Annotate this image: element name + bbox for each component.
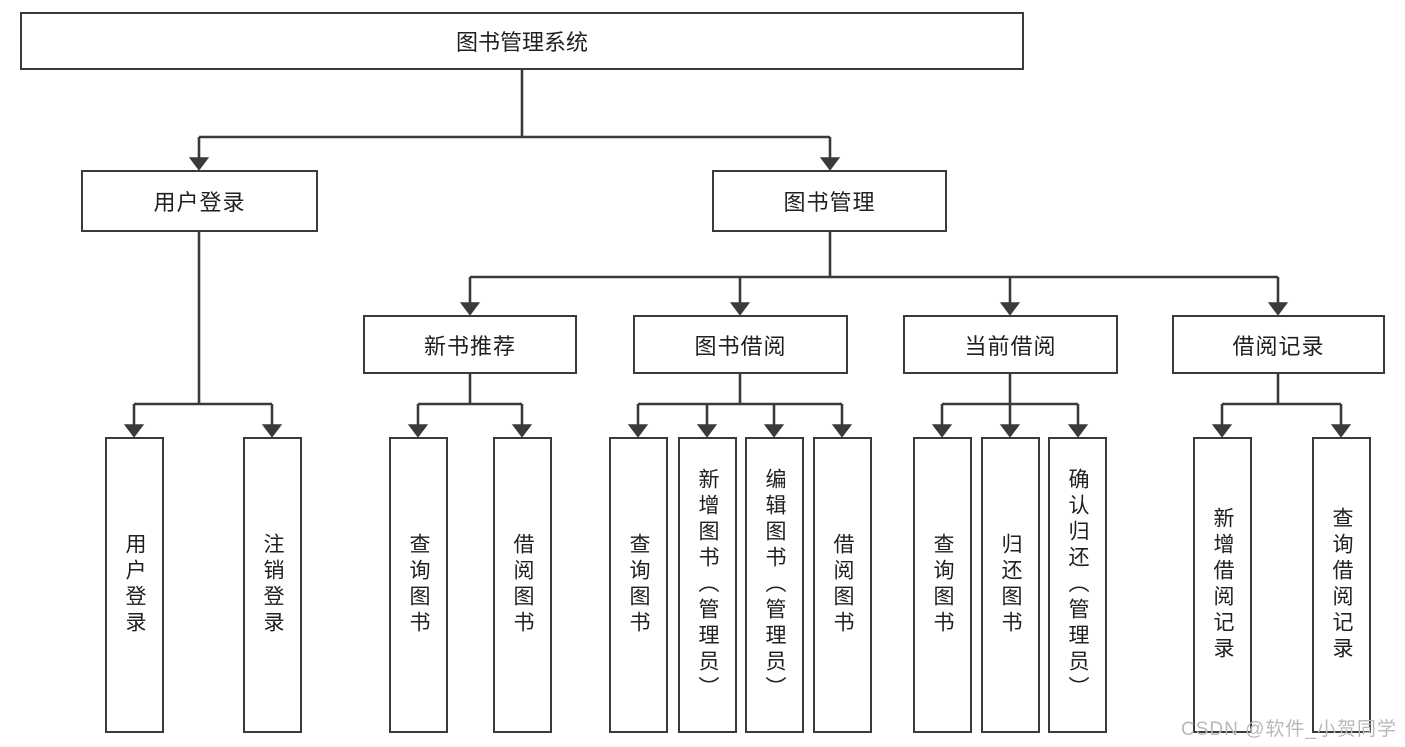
node-current-borrow[interactable]: 当前借阅: [903, 315, 1118, 374]
node-book-management[interactable]: 图书管理: [712, 170, 947, 232]
leaf-add-borrow-record[interactable]: 新增借阅记录: [1193, 437, 1252, 733]
leaf-query-borrow-record[interactable]: 查询借阅记录: [1312, 437, 1371, 733]
leaf-query-book-recommend[interactable]: 查询图书: [389, 437, 448, 733]
node-root-system[interactable]: 图书管理系统: [20, 12, 1024, 70]
leaf-add-book-admin[interactable]: 新增图书（管理员）: [678, 437, 737, 733]
leaf-return-book[interactable]: 归还图书: [981, 437, 1040, 733]
leaf-confirm-return-admin[interactable]: 确认归还（管理员）: [1048, 437, 1107, 733]
node-user-login[interactable]: 用户登录: [81, 170, 318, 232]
leaf-query-book-borrow[interactable]: 查询图书: [609, 437, 668, 733]
watermark-text: CSDN @软件_小贺同学: [1181, 719, 1397, 740]
node-new-book-recommend[interactable]: 新书推荐: [363, 315, 577, 374]
leaf-borrow-book[interactable]: 借阅图书: [813, 437, 872, 733]
node-borrow-record[interactable]: 借阅记录: [1172, 315, 1385, 374]
leaf-logout[interactable]: 注销登录: [243, 437, 302, 733]
leaf-borrow-book-recommend[interactable]: 借阅图书: [493, 437, 552, 733]
leaf-edit-book-admin[interactable]: 编辑图书（管理员）: [745, 437, 804, 733]
leaf-user-login[interactable]: 用户登录: [105, 437, 164, 733]
leaf-query-book-current[interactable]: 查询图书: [913, 437, 972, 733]
node-book-borrow[interactable]: 图书借阅: [633, 315, 848, 374]
